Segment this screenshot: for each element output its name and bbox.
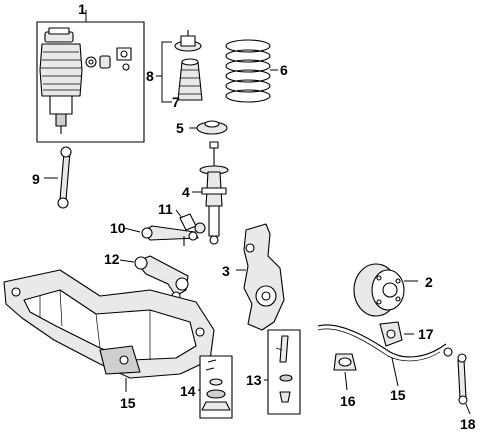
lower-control-arm[interactable]	[119, 255, 189, 301]
stabilizer-link-18[interactable]	[443, 347, 471, 415]
callout-9: 9	[32, 171, 40, 187]
callout-18: 18	[460, 416, 476, 432]
callout-6: 6	[280, 62, 288, 78]
wheel-hub-bearing[interactable]	[353, 263, 418, 317]
stabilizer-link[interactable]	[44, 146, 72, 209]
shock-absorber[interactable]	[192, 141, 229, 245]
ball-joint-11[interactable]	[175, 209, 206, 234]
callout-3: 3	[222, 263, 230, 279]
callout-17: 17	[418, 326, 434, 342]
steering-knuckle[interactable]	[236, 223, 285, 331]
callout-12: 12	[104, 251, 120, 267]
callout-14: 14	[180, 383, 196, 399]
callout-1: 1	[78, 1, 86, 17]
ball-joint-kit[interactable]	[198, 355, 233, 419]
upper-control-arm[interactable]	[123, 225, 199, 246]
callout-7: 7	[172, 94, 180, 110]
callout-4: 4	[182, 184, 190, 200]
callout-2: 2	[425, 274, 433, 290]
callout-11: 11	[158, 201, 173, 217]
spring-insulator[interactable]	[189, 120, 228, 135]
strut-dust-boot[interactable]	[177, 58, 203, 101]
group-bracket-8	[156, 41, 172, 103]
stabilizer-bracket[interactable]	[379, 321, 414, 347]
callout-5: 5	[176, 120, 184, 136]
callout-15-stabilizer-bar: 15	[390, 387, 406, 403]
callout-15-crossmember: 15	[120, 395, 136, 411]
upper-strut-mount[interactable]	[174, 30, 202, 52]
stabilizer-bar[interactable]	[317, 324, 447, 387]
callout-10: 10	[110, 220, 126, 236]
callout-16: 16	[340, 393, 356, 409]
callout-13: 13	[246, 372, 262, 388]
callout-8: 8	[146, 68, 154, 84]
stabilizer-bushing[interactable]	[333, 353, 357, 391]
tie-rod-end-kit[interactable]	[264, 329, 301, 415]
coil-spring[interactable]	[225, 39, 278, 103]
air-spring-assembly[interactable]	[36, 10, 145, 143]
front-crossmember[interactable]	[3, 269, 215, 392]
